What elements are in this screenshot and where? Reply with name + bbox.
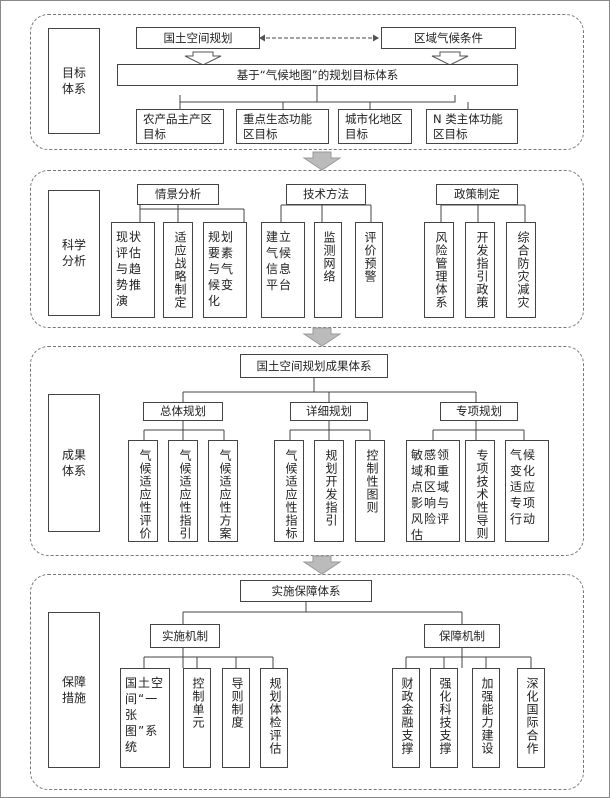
node-guarantee-item: 导则制度 <box>222 668 250 768</box>
node-detailed-plan: 详细规划 <box>290 402 368 421</box>
node-analysis-item: 现状评估与趋势推演 <box>111 222 155 318</box>
node-result-item: 控制性图则 <box>355 440 385 542</box>
node-land-spatial-planning: 国土空间规划 <box>136 27 260 49</box>
node-goal-agri: 农产品主产区 目标 <box>136 109 224 144</box>
node-analysis-item: 评价预警 <box>355 222 383 318</box>
node-guarantee-item: 控制单元 <box>183 668 211 768</box>
node-result-item: 气候适应性指引 <box>168 440 198 542</box>
node-results-system: 国土空间规划成果体系 <box>240 354 388 378</box>
node-guarantee-item: 规划体检评估 <box>260 668 288 768</box>
node-analysis-item: 监测网络 <box>314 222 342 318</box>
big-down-arrow-icon <box>302 151 342 171</box>
node-result-item: 气候适应性方案 <box>208 440 238 542</box>
node-analysis-item: 开发指引政策 <box>465 222 495 318</box>
node-result-item: 规划开发指引 <box>314 440 344 542</box>
node-result-item: 气候变化适应专项行动 <box>505 440 549 542</box>
node-goal-eco: 重点生态功能 区目标 <box>236 109 329 144</box>
section-goals <box>30 14 584 150</box>
node-guarantee-mechanism: 保障机制 <box>424 624 500 648</box>
section-label-results: 成果 体系 <box>48 394 100 532</box>
node-result-item: 专项技术性导则 <box>465 440 495 542</box>
node-regional-climate: 区域气候条件 <box>381 27 516 49</box>
node-guarantee-item: 强化科技支撑 <box>430 668 458 768</box>
node-tech-methods: 技术方法 <box>286 184 366 205</box>
node-analysis-item: 建立气候信息平台 <box>261 222 305 318</box>
section-label-goals: 目标 体系 <box>48 28 100 134</box>
node-analysis-item: 规划要素与气候变化 <box>203 222 247 318</box>
section-analysis <box>30 170 584 328</box>
node-analysis-item: 综合防灾减灾 <box>506 222 536 318</box>
node-result-item: 气候适应性指标 <box>274 440 304 542</box>
node-goal-ntype: N 类主体功能 区目标 <box>426 109 518 144</box>
node-result-item: 气候适应性评价 <box>128 440 158 542</box>
node-implementation-guarantee: 实施保障体系 <box>240 580 372 602</box>
node-result-item: 敏感领域和重点区域影响与风险评估 <box>406 440 460 542</box>
node-policy: 政策制定 <box>436 184 518 205</box>
section-results <box>30 346 584 556</box>
node-scenario-analysis: 情景分析 <box>137 184 219 205</box>
big-down-arrow-icon <box>302 327 342 347</box>
node-analysis-item: 风险管理体系 <box>424 222 454 318</box>
node-master-plan: 总体规划 <box>143 402 223 421</box>
node-implementation-mechanism: 实施机制 <box>150 624 220 648</box>
node-guarantee-item: 财政金融支撑 <box>392 668 420 768</box>
section-guarantee <box>30 574 584 790</box>
node-guarantee-item: 国土空间“一张图”系统 <box>120 668 170 768</box>
node-analysis-item: 适应战略制定 <box>163 222 193 318</box>
down-arrow-icon <box>184 51 222 66</box>
node-special-plan: 专项规划 <box>440 402 518 421</box>
big-down-arrow-icon <box>302 555 342 575</box>
section-label-analysis: 科学 分析 <box>48 190 100 316</box>
node-guarantee-item: 加强能力建设 <box>472 668 500 768</box>
node-goal-urban: 城市化地区 目标 <box>338 109 412 144</box>
node-goal-system: 基于“气候地图”的规划目标体系 <box>117 64 518 86</box>
node-guarantee-item: 深化国际合作 <box>517 668 545 768</box>
section-label-guarantee: 保障 措施 <box>48 612 100 768</box>
down-arrow-icon <box>431 51 469 66</box>
